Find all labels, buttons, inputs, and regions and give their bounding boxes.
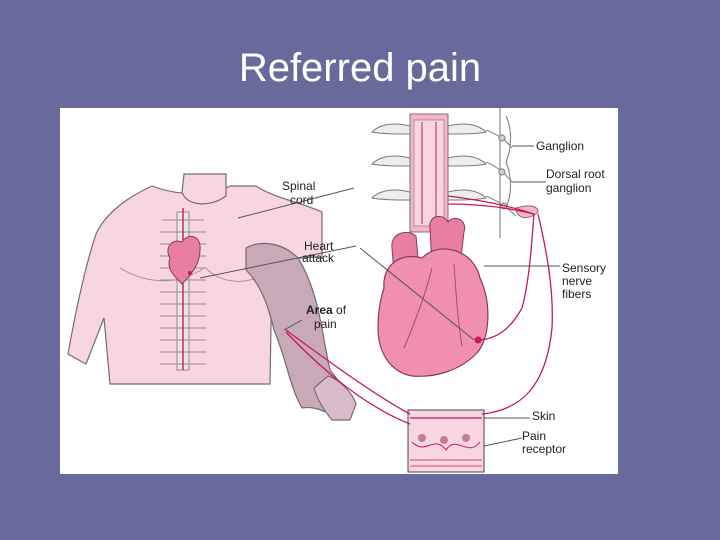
label-spinal: Spinal <box>282 179 315 193</box>
small-heart-pain-point <box>188 271 192 275</box>
diagram-panel: Ganglion Dorsal root ganglion Spinal cor… <box>60 108 618 474</box>
label-heart-attack: attack <box>302 251 335 265</box>
neck <box>181 173 227 205</box>
sensory-nerve-pathways <box>285 195 553 425</box>
label-pain: Pain <box>522 429 546 443</box>
large-heart <box>377 215 489 377</box>
label-sensory-nerve: nerve <box>562 274 592 288</box>
label-dorsal-root-ganglion: ganglion <box>546 181 591 195</box>
leader-lines <box>199 145 560 447</box>
referred-pain-diagram: Ganglion Dorsal root ganglion Spinal cor… <box>67 108 606 473</box>
label-sensory: Sensory <box>562 261 606 275</box>
label-skin: Skin <box>532 409 555 423</box>
label-ganglion: Ganglion <box>536 139 584 153</box>
label-spinal-cord: cord <box>290 193 313 207</box>
label-pain-receptor: receptor <box>522 442 566 456</box>
label-heart: Heart <box>304 239 334 253</box>
label-sensory-fibers: fibers <box>562 287 591 301</box>
label-area-of: Area of <box>306 303 347 317</box>
label-dorsal-root: Dorsal root <box>546 167 605 181</box>
label-area-of-pain: pain <box>314 317 337 331</box>
skin-section <box>407 409 485 473</box>
small-heart <box>167 235 201 285</box>
spinal-cord-section <box>370 108 539 238</box>
slide-title: Referred pain <box>238 46 482 90</box>
left-hand <box>313 375 357 421</box>
